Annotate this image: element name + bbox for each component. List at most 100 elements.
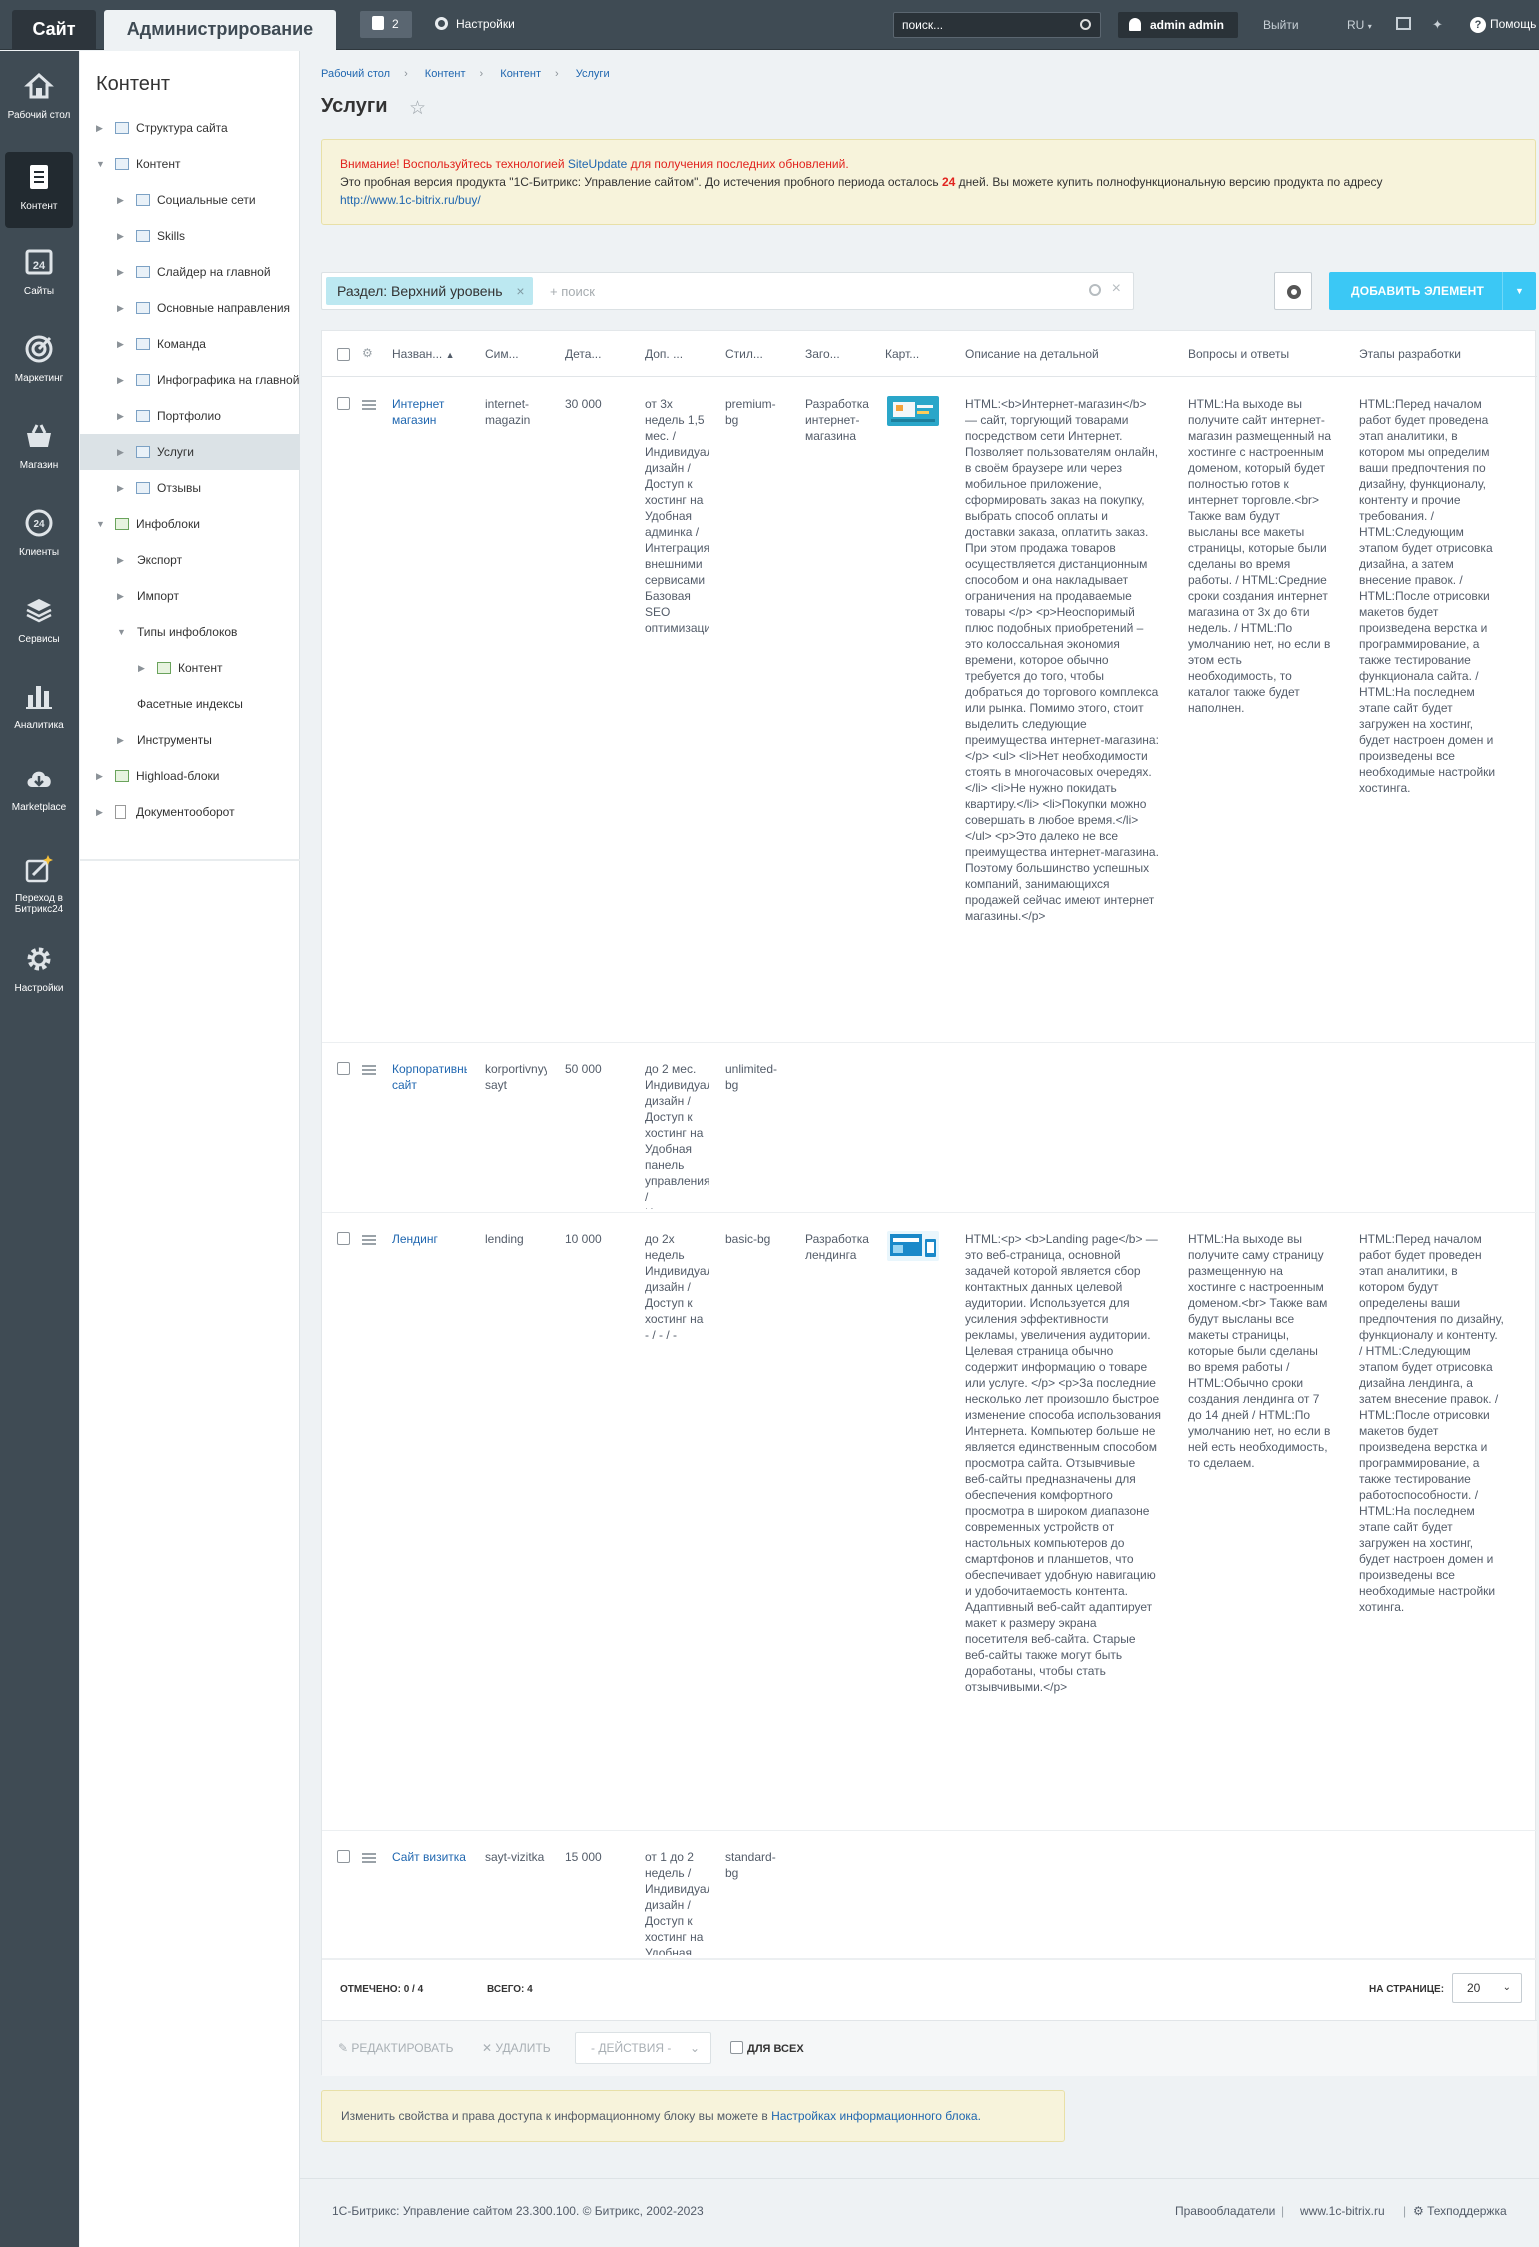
logout-link[interactable]: Выйти bbox=[1263, 18, 1299, 32]
rights-link[interactable]: Правообладатели bbox=[1175, 2204, 1276, 2218]
nav-bitrix24[interactable]: Переход в Битрикс24 bbox=[5, 854, 73, 915]
add-element-button[interactable]: ДОБАВИТЬ ЭЛЕМЕНТ▼ bbox=[1329, 272, 1536, 310]
chevron-down-icon[interactable]: ▼ bbox=[1502, 272, 1536, 310]
row-name-link[interactable]: Сайт визитка bbox=[392, 1850, 466, 1864]
for-all-toggle[interactable]: ДЛЯ ВСЕХ bbox=[730, 2041, 804, 2055]
nav-shop[interactable]: Магазин bbox=[5, 421, 73, 471]
tree-node[interactable]: Фасетные индексы bbox=[80, 686, 300, 722]
column-header[interactable]: Вопросы и ответы bbox=[1188, 347, 1290, 361]
close-icon[interactable]: × bbox=[516, 283, 525, 299]
breadcrumb-item[interactable]: Рабочий стол bbox=[321, 68, 391, 80]
chevron-right-icon[interactable]: ▶ bbox=[117, 555, 124, 565]
chevron-right-icon[interactable]: ▶ bbox=[138, 663, 145, 673]
help-link[interactable]: ?Помощь bbox=[1470, 17, 1536, 33]
column-settings-icon[interactable]: ⚙ bbox=[362, 346, 373, 360]
tree-node[interactable]: ▶Команда bbox=[80, 326, 300, 362]
site-link[interactable]: www.1c-bitrix.ru bbox=[1300, 2204, 1385, 2218]
settings-link[interactable]: Настройки bbox=[435, 17, 515, 31]
row-checkbox[interactable] bbox=[337, 1850, 350, 1863]
filter-chip[interactable]: Раздел: Верхний уровень× bbox=[326, 277, 533, 305]
edit-button[interactable]: ✎ РЕДАКТИРОВАТЬ bbox=[338, 2041, 453, 2055]
tree-node[interactable]: ▶Отзывы bbox=[80, 470, 300, 506]
nav-marketing[interactable]: Маркетинг bbox=[5, 334, 73, 384]
column-header[interactable]: Дета... bbox=[565, 347, 602, 361]
tree-node[interactable]: ▶Структура сайта bbox=[80, 110, 300, 146]
select-all-checkbox[interactable] bbox=[337, 348, 350, 361]
nav-desktop[interactable]: Рабочий стол bbox=[5, 71, 73, 121]
chevron-right-icon[interactable]: ▶ bbox=[117, 447, 124, 457]
admin-tab[interactable]: Администрирование bbox=[104, 10, 336, 50]
pin-icon[interactable]: ✦ bbox=[1432, 17, 1443, 32]
site-tab[interactable]: Сайт bbox=[12, 10, 96, 50]
nav-services[interactable]: Сервисы bbox=[5, 595, 73, 645]
tree-node[interactable]: ▶Skills bbox=[80, 218, 300, 254]
chevron-right-icon[interactable]: ▶ bbox=[117, 267, 124, 277]
row-menu-icon[interactable] bbox=[362, 400, 376, 410]
chevron-right-icon[interactable]: ▶ bbox=[117, 339, 124, 349]
support-link[interactable]: ⚙ Техподдержка bbox=[1413, 2204, 1507, 2218]
chevron-right-icon[interactable]: ▶ bbox=[96, 123, 103, 133]
user-button[interactable]: admin admin bbox=[1118, 12, 1238, 38]
row-name-link[interactable]: Корпоративный сайт bbox=[392, 1062, 467, 1092]
tree-node[interactable]: ▶Контент bbox=[80, 650, 300, 686]
search-icon[interactable] bbox=[1089, 284, 1101, 296]
row-image-thumbnail[interactable] bbox=[887, 396, 939, 426]
chevron-right-icon[interactable]: ▶ bbox=[117, 303, 124, 313]
chevron-right-icon[interactable]: ▶ bbox=[117, 483, 124, 493]
tree-node[interactable]: ▶Основные направления bbox=[80, 290, 300, 326]
actions-select[interactable]: - ДЕЙСТВИЯ -⌄ bbox=[575, 2032, 711, 2064]
breadcrumb-item[interactable]: Контент bbox=[500, 68, 542, 80]
clear-icon[interactable]: × bbox=[1111, 280, 1121, 297]
chevron-down-icon[interactable]: ▼ bbox=[96, 159, 105, 169]
column-header[interactable]: Назван... ▲ bbox=[392, 347, 455, 361]
nav-marketplace[interactable]: Marketplace bbox=[5, 763, 73, 813]
tree-node[interactable]: ▼Контент bbox=[80, 146, 300, 182]
row-checkbox[interactable] bbox=[337, 1062, 350, 1075]
breadcrumb-item[interactable]: Услуги bbox=[575, 68, 610, 80]
delete-button[interactable]: ✕ УДАЛИТЬ bbox=[482, 2041, 551, 2055]
chevron-right-icon[interactable]: ▶ bbox=[96, 807, 103, 817]
buy-link[interactable]: http://www.1c-bitrix.ru/buy/ bbox=[340, 193, 481, 207]
tree-node[interactable]: ▶Импорт bbox=[80, 578, 300, 614]
row-menu-icon[interactable] bbox=[362, 1853, 376, 1863]
nav-sites[interactable]: 24 Сайты bbox=[5, 247, 73, 297]
chevron-right-icon[interactable]: ▶ bbox=[117, 375, 124, 385]
tree-node[interactable]: ▶Инфографика на главной bbox=[80, 362, 300, 398]
tree-node[interactable]: ▶Документооборот bbox=[80, 794, 300, 830]
tree-node[interactable]: ▶Highload-блоки bbox=[80, 758, 300, 794]
column-header[interactable]: Этапы разработки bbox=[1359, 347, 1461, 361]
tree-node[interactable]: ▼Типы инфоблоков bbox=[80, 614, 300, 650]
column-header[interactable]: Стил... bbox=[725, 347, 763, 361]
tree-node[interactable]: ▼Инфоблоки bbox=[80, 506, 300, 542]
window-icon[interactable] bbox=[1396, 17, 1411, 30]
notifications-button[interactable]: 2 bbox=[360, 11, 412, 38]
row-checkbox[interactable] bbox=[337, 397, 350, 410]
nav-content[interactable]: Контент bbox=[5, 152, 73, 228]
row-name-link[interactable]: Лендинг bbox=[392, 1232, 438, 1246]
language-selector[interactable]: RU ▾ bbox=[1347, 18, 1372, 32]
row-name-link[interactable]: Интернет магазин bbox=[392, 397, 445, 427]
breadcrumb-item[interactable]: Контент bbox=[424, 68, 466, 80]
star-icon[interactable]: ☆ bbox=[409, 98, 427, 119]
chevron-right-icon[interactable]: ▶ bbox=[96, 771, 103, 781]
grid-settings-button[interactable] bbox=[1274, 272, 1312, 310]
for-all-checkbox[interactable] bbox=[730, 2041, 743, 2054]
tree-node[interactable]: ▶Слайдер на главной bbox=[80, 254, 300, 290]
tree-node[interactable]: ▶Социальные сети bbox=[80, 182, 300, 218]
nav-analytics[interactable]: Аналитика bbox=[5, 681, 73, 731]
column-header[interactable]: Доп. ... bbox=[645, 347, 684, 361]
chevron-right-icon[interactable]: ▶ bbox=[117, 591, 124, 601]
column-header[interactable]: Заго... bbox=[805, 347, 840, 361]
siteupdate-link[interactable]: SiteUpdate bbox=[567, 157, 628, 171]
row-menu-icon[interactable] bbox=[362, 1065, 376, 1075]
column-header[interactable]: Описание на детальной bbox=[965, 347, 1099, 361]
chevron-right-icon[interactable]: ▶ bbox=[117, 195, 124, 205]
chevron-down-icon[interactable]: ▼ bbox=[117, 627, 126, 637]
chevron-right-icon[interactable]: ▶ bbox=[117, 411, 124, 421]
column-header[interactable]: Карт... bbox=[885, 347, 920, 361]
search-icon[interactable] bbox=[1080, 19, 1091, 30]
